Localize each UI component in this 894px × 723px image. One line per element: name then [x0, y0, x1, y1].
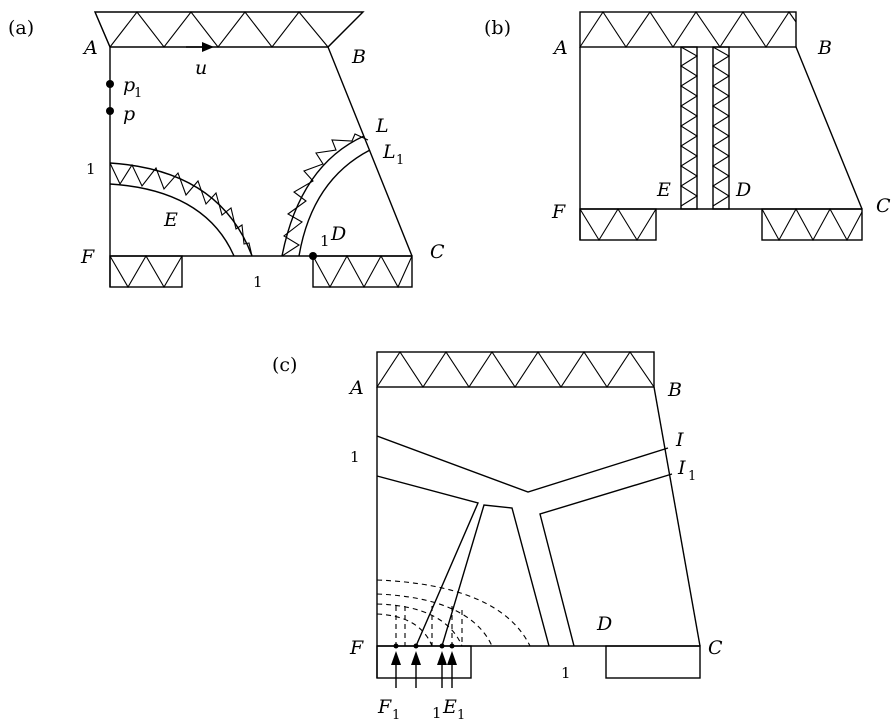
- panel-a-tag: (a): [8, 17, 34, 39]
- panel-a-bottom-right-zigzag: [312, 254, 413, 289]
- panel-a-label-p1: p: [123, 74, 135, 96]
- panel-b-label-d: D: [735, 179, 751, 201]
- panel-c-arrow-1-head: [391, 651, 401, 665]
- panel-a-label-p: p: [123, 103, 135, 125]
- panel-c-dashed-arc-4: [376, 613, 433, 647]
- panel-a-label-u: u: [195, 57, 207, 79]
- panel-c-dot-2: [413, 643, 419, 649]
- panel-a-number-left: 1: [86, 160, 96, 178]
- panel-c-right-edge: [653, 386, 701, 647]
- panel-a-dot-p1: [106, 80, 114, 88]
- panel-c-top-bar: [376, 351, 655, 388]
- panel-a-band-d-zigzag: [281, 133, 369, 257]
- panel-a-band-e-outer: [109, 162, 253, 257]
- panel-b: (b) A B C D E F: [484, 10, 891, 242]
- panel-c-label-e1: E: [442, 696, 457, 718]
- panel-c-label-i1: I: [677, 457, 686, 479]
- panel-a-top-zigzag: [94, 11, 364, 49]
- panel-c-number-e: 1: [432, 704, 442, 722]
- panel-b-right-edge: [795, 46, 863, 210]
- panel-a-label-e: E: [163, 209, 178, 231]
- panel-a-band-d-outer: [281, 135, 365, 257]
- panel-c-dot-4: [449, 643, 455, 649]
- panel-c-label-b: B: [667, 379, 682, 401]
- panel-c-label-i1-sub: 1: [688, 469, 696, 484]
- panel-b-strip-d-zigzag: [711, 46, 731, 207]
- panel-c-bottom-left-block: [376, 645, 472, 679]
- panel-a-label-l1-sub: 1: [396, 153, 404, 168]
- panel-b-strip-e-zigzag: [679, 46, 699, 207]
- panel-c-label-f: F: [349, 637, 364, 659]
- panel-b-bottom-left-block: [579, 208, 657, 241]
- panel-b-label-a: A: [552, 37, 568, 59]
- panel-c-number-bottom: 1: [561, 664, 571, 682]
- panel-c-dot-3: [439, 643, 445, 649]
- panel-c-channel-right-edge: [539, 473, 673, 647]
- panel-a-label-a: A: [82, 37, 98, 59]
- panel-a-bottom-right-block: [312, 255, 413, 288]
- panel-c-arrow-3-head: [437, 651, 447, 665]
- panel-b-top-zigzag: [579, 10, 797, 49]
- panel-b-label-c: C: [876, 195, 891, 217]
- panel-b-label-b: B: [817, 37, 832, 59]
- panel-a-label-p1-sub: 1: [134, 86, 142, 101]
- panel-c-label-e1-sub: 1: [457, 708, 465, 723]
- panel-a-bottom-left-zigzag: [109, 254, 183, 289]
- panel-a-label-f: F: [80, 246, 95, 268]
- panel-b-bottom-left-zigzag: [579, 207, 657, 242]
- panel-a-label-l1: L: [382, 141, 396, 163]
- panel-c-dashed-arc-1: [376, 579, 531, 647]
- panel-a-label-c: C: [430, 241, 445, 263]
- panel-c-label-d: D: [596, 613, 612, 635]
- panel-b-label-e: E: [656, 179, 671, 201]
- panel-c-channel-middle-edge: [441, 504, 550, 647]
- panel-c-channel-top-edge: [376, 435, 669, 493]
- panel-a-right-edge: [327, 46, 413, 257]
- panel-b-strip-e: [680, 46, 698, 210]
- panel-b-bottom-right-block: [761, 208, 863, 241]
- panel-c-top-zigzag: [376, 350, 655, 389]
- panel-c-label-c: C: [708, 637, 723, 659]
- panel-c-arrow-2-head: [411, 651, 421, 665]
- panel-a-label-d: D: [330, 223, 346, 245]
- panel-c-channel-left-edge: [376, 475, 479, 647]
- panel-c-dashed-arc-3: [376, 603, 463, 647]
- panel-a-band-e-zigzag: [109, 162, 253, 257]
- panel-b-label-f: F: [551, 201, 566, 223]
- panel-c-label-f1-sub: 1: [392, 708, 400, 723]
- panel-a-arrow-u-head: [202, 42, 214, 52]
- panel-a-label-b: B: [351, 46, 366, 68]
- panel-a-bottom-left-block: [109, 255, 183, 288]
- panel-a-dot-d: [309, 252, 317, 260]
- panel-c-number-left: 1: [350, 448, 360, 466]
- panel-a-number-bottom: 1: [253, 273, 263, 291]
- panel-a-number-d: 1: [320, 232, 330, 250]
- panel-b-tag: (b): [484, 17, 511, 39]
- panel-b-top-bar: [579, 11, 797, 48]
- panel-a-top-bar: [93, 11, 365, 48]
- panel-a-band-d-inner: [298, 149, 371, 257]
- panel-c-bottom-right-block: [605, 645, 701, 679]
- panel-c-dot-1: [393, 643, 399, 649]
- panel-c-arrow-4-head: [447, 651, 457, 665]
- panel-a-band-e-inner: [109, 183, 235, 257]
- panel-c: (c): [272, 350, 723, 723]
- panel-c-dashed-arc-2: [376, 593, 493, 647]
- panel-a-dot-p: [106, 107, 114, 115]
- panel-c-label-i: I: [675, 429, 684, 451]
- panel-a: (a) A B C D E F L: [8, 11, 445, 291]
- panel-c-tag: (c): [272, 354, 297, 376]
- panel-a-label-l: L: [375, 115, 389, 137]
- panel-c-label-a: A: [348, 377, 364, 399]
- panel-b-bottom-right-zigzag: [761, 207, 863, 242]
- panel-b-strip-d: [712, 46, 730, 210]
- panel-c-label-f1: F: [377, 696, 392, 718]
